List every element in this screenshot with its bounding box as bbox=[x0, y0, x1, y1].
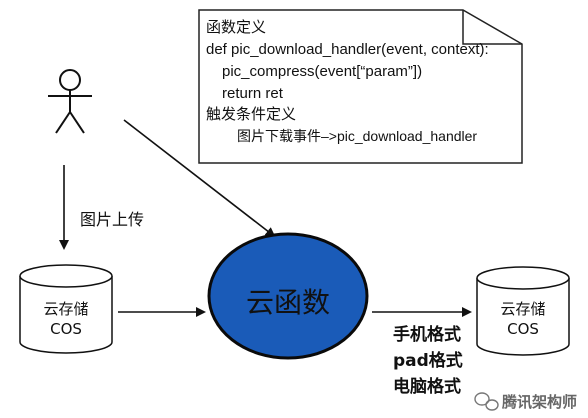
cloud-function-ellipse bbox=[207, 232, 369, 360]
code-line-def: def pic_download_handler(event, context)… bbox=[206, 41, 489, 58]
source-cos-code: COS bbox=[50, 320, 82, 338]
target-cos-name: 云存储 bbox=[500, 300, 546, 318]
user-stick-figure-icon bbox=[48, 69, 92, 134]
format-desktop: 电脑格式 bbox=[393, 377, 461, 397]
code-note-box bbox=[198, 9, 523, 164]
source-cos-label: 云存储 COS bbox=[21, 299, 111, 339]
format-mobile: 手机格式 bbox=[393, 325, 461, 345]
format-pad: pad格式 bbox=[393, 351, 463, 371]
code-line-function-title: 函数定义 bbox=[206, 19, 267, 36]
target-cos-code: COS bbox=[507, 320, 539, 338]
upload-label: 图片上传 bbox=[80, 210, 145, 229]
output-formats: 手机格式 pad格式 电脑格式 bbox=[393, 322, 463, 400]
watermark-text: 腾讯架构师 bbox=[502, 393, 578, 411]
chat-bubbles-icon bbox=[474, 392, 499, 411]
target-cos-cylinder bbox=[476, 266, 570, 356]
source-cos-cylinder bbox=[19, 264, 113, 354]
code-line-trigger-title: 触发条件定义 bbox=[206, 106, 297, 123]
cloud-function-label: 云函数 bbox=[246, 286, 331, 319]
target-cos-label: 云存储 COS bbox=[478, 299, 568, 339]
code-line-trigger-rule: 图片下载事件–>pic_download_handler bbox=[237, 128, 478, 144]
code-line-compress: pic_compress(event[“param”]) bbox=[222, 63, 423, 80]
code-line-return: return ret bbox=[222, 85, 283, 102]
source-cos-name: 云存储 bbox=[43, 300, 89, 318]
user-to-function-arrow bbox=[123, 119, 276, 238]
